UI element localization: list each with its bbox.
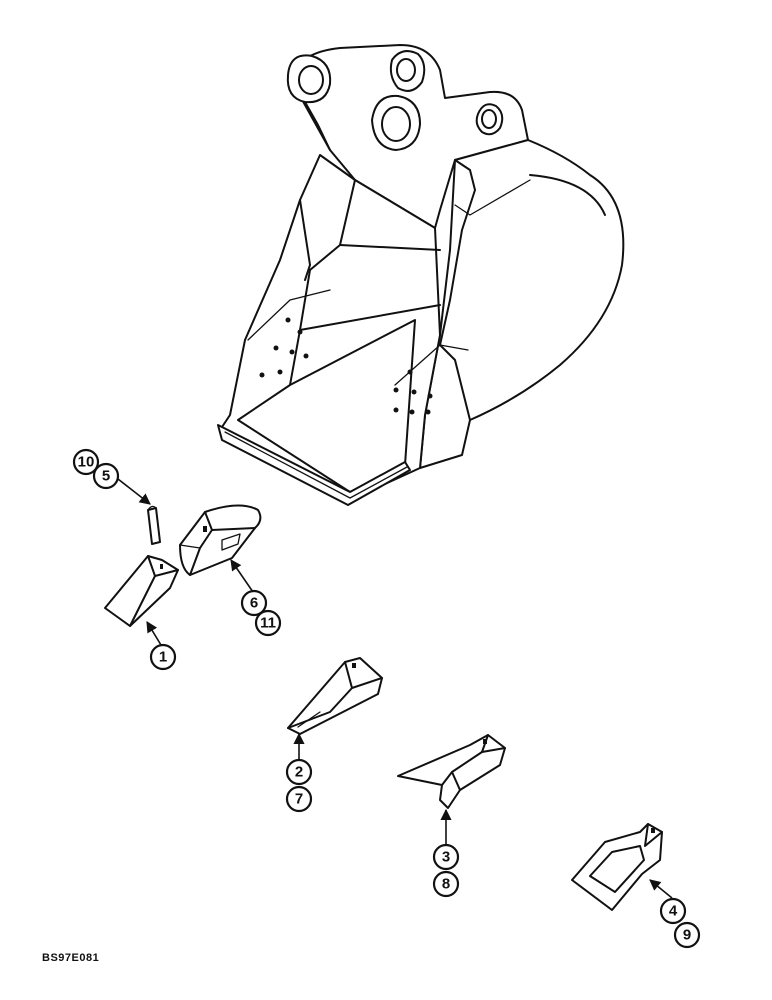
svg-text:2: 2	[295, 764, 303, 781]
leader-lines	[117, 478, 673, 899]
svg-text:4: 4	[669, 903, 678, 920]
svg-text:11: 11	[260, 615, 276, 632]
callout-7: 7	[285, 785, 313, 813]
svg-text:10: 10	[78, 454, 95, 471]
callout-1: 1	[149, 643, 177, 671]
retaining-pin	[147, 505, 161, 545]
twin-tiger-tooth	[397, 734, 506, 809]
svg-text:6: 6	[250, 595, 258, 612]
svg-text:5: 5	[102, 468, 110, 485]
figure-reference-code: BS97E081	[42, 952, 100, 964]
svg-text:9: 9	[683, 927, 691, 944]
callout-5: 5	[92, 462, 120, 490]
rock-tooth	[287, 657, 383, 735]
excavator-bucket	[217, 44, 625, 506]
tooth-adapter	[179, 504, 262, 576]
callout-9: 9	[673, 921, 701, 949]
svg-text:1: 1	[159, 649, 167, 666]
svg-text:8: 8	[442, 876, 450, 893]
flare-tooth	[571, 823, 663, 911]
svg-text:7: 7	[295, 791, 303, 808]
callout-3: 3	[432, 843, 460, 871]
callout-6: 6	[240, 589, 268, 617]
callout-8: 8	[432, 870, 460, 898]
callout-10: 10	[72, 448, 100, 476]
callout-4: 4	[659, 897, 687, 925]
standard-tooth	[104, 555, 179, 627]
svg-text:3: 3	[442, 849, 450, 866]
callout-11: 11	[254, 609, 282, 637]
callout-2: 2	[285, 758, 313, 786]
